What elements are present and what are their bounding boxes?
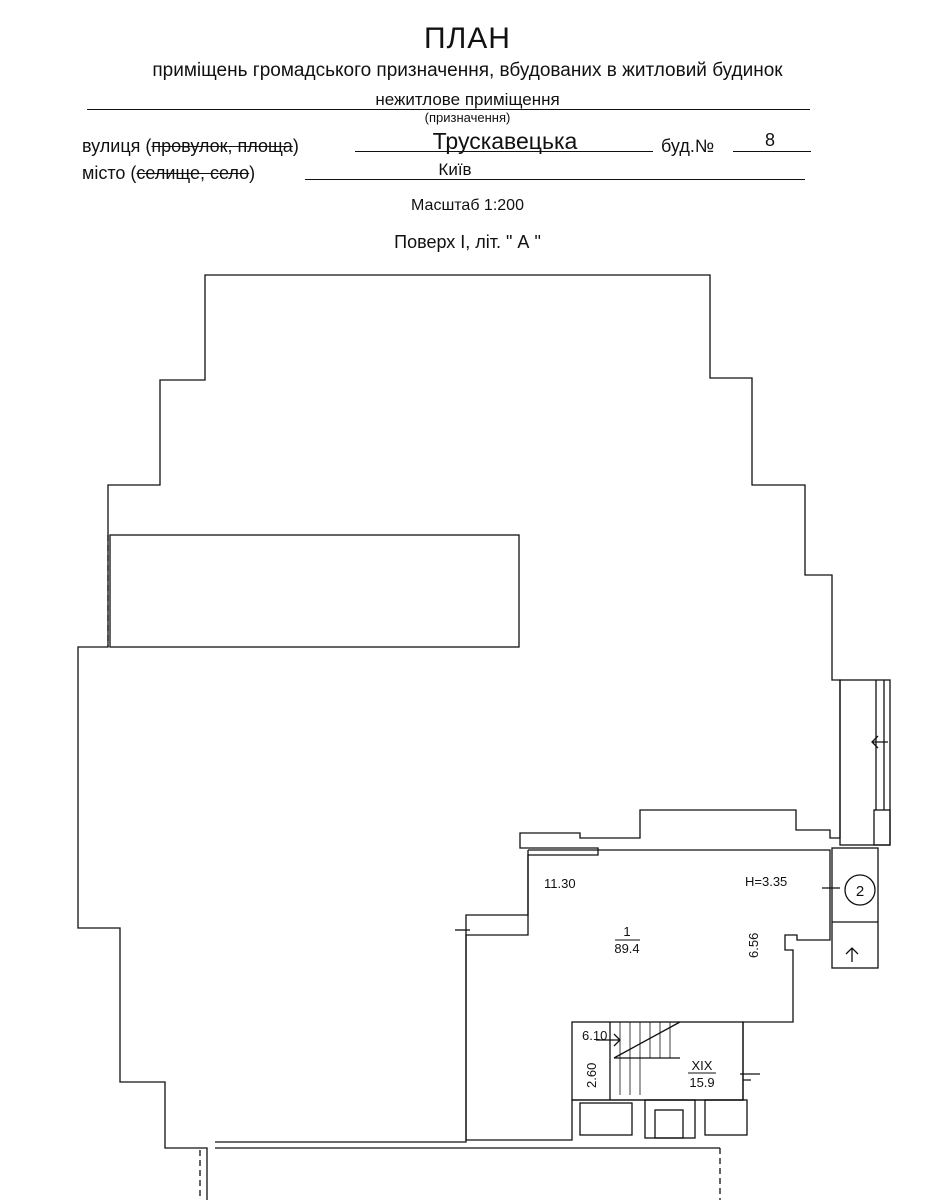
- entrance-marker-number: 2: [856, 883, 864, 900]
- floor-label: Поверх І, літ. " А ": [394, 232, 541, 252]
- street-underline: [355, 151, 653, 152]
- room-number: 1: [623, 924, 630, 939]
- street-label-suffix: ): [292, 136, 299, 156]
- city-label-prefix: місто (: [82, 163, 137, 183]
- corridor-step: [873, 809, 891, 846]
- street-label-prefix: вулиця (: [82, 136, 152, 156]
- arrow-stair-icon: [596, 1033, 621, 1047]
- scale-label: Масштаб 1:200: [411, 197, 524, 214]
- street-label-struck: провулок, площа: [151, 136, 293, 156]
- building-value: 8: [764, 130, 775, 150]
- building-underline: [733, 151, 811, 152]
- annex-rectangle: [109, 534, 520, 648]
- city-label: місто (селище, село): [82, 163, 255, 184]
- stair-width-label: 6.10: [582, 1028, 607, 1043]
- room-depth-label: 6.56: [746, 933, 761, 958]
- stair-diagonal: [613, 1021, 681, 1059]
- utility-box-2-inner: [654, 1109, 684, 1139]
- city-underline: [305, 179, 805, 180]
- room-width-label: 11.30: [544, 876, 576, 891]
- purpose-underline: [87, 109, 810, 110]
- city-label-suffix: ): [249, 163, 256, 183]
- building-label: буд.№: [661, 136, 715, 156]
- city-value: Київ: [438, 160, 472, 179]
- stair-area: 15.9: [689, 1075, 714, 1090]
- utility-box-2: [644, 1099, 696, 1139]
- room-1-outline: [465, 849, 831, 1141]
- room-height-label: H=3.35: [745, 874, 787, 889]
- plan-subtitle: приміщень громадського призначення, вбуд…: [152, 60, 783, 81]
- stair-number: XIX: [692, 1058, 713, 1073]
- room-area: 89.4: [614, 941, 639, 956]
- arrow-entrance-icon: [845, 947, 859, 962]
- plan-title: ПЛАН: [424, 22, 511, 55]
- entrance-vestibule: [831, 847, 879, 969]
- stair-depth-label: 2.60: [584, 1063, 599, 1088]
- street-value: Трускавецька: [432, 128, 578, 154]
- building-outline: [77, 274, 841, 1200]
- entrance-marker-circle: [844, 874, 876, 906]
- utility-box-3: [704, 1099, 748, 1136]
- arrow-corridor-icon: [871, 735, 888, 749]
- utility-box-1: [579, 1102, 633, 1136]
- purpose-caption: (призначення): [424, 110, 511, 125]
- city-label-struck: селище, село: [136, 163, 250, 183]
- street-label: вулиця (провулок, площа): [82, 136, 299, 157]
- right-corridor: [839, 679, 891, 846]
- purpose-value: нежитлове приміщення: [375, 90, 560, 109]
